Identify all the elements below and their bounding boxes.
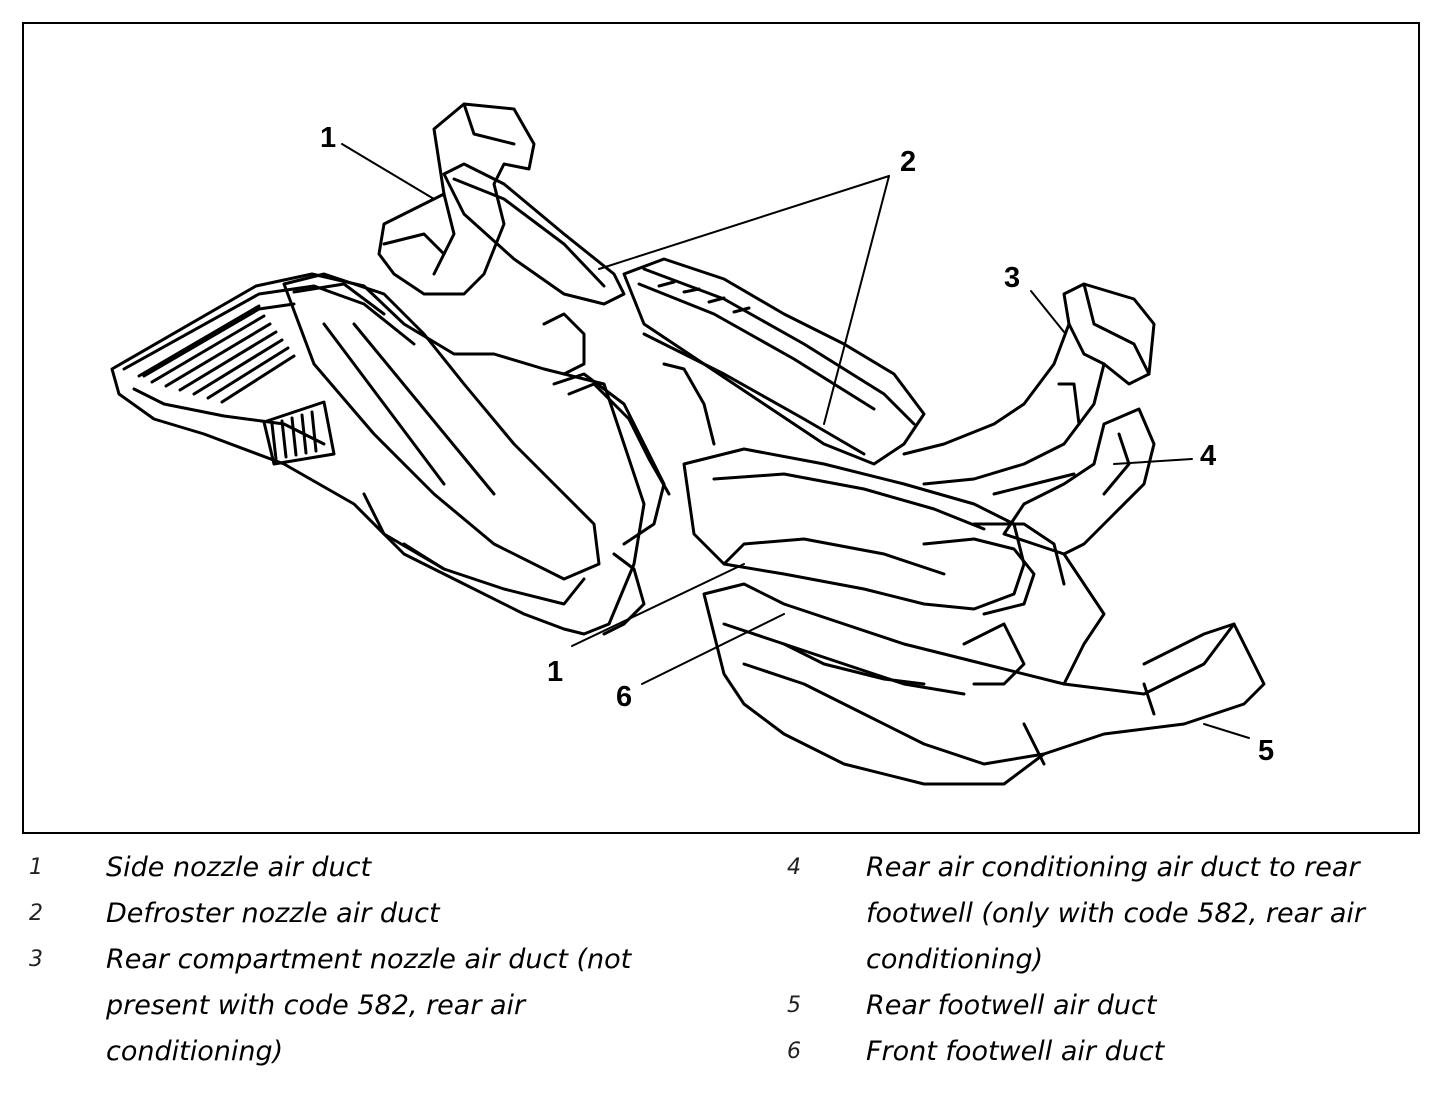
legend-number: 1: [29, 855, 43, 880]
rear-compartment-duct: [902, 282, 1156, 486]
legend-text: Side nozzle air duct: [106, 852, 372, 883]
legend-text: Rear compartment nozzle air duct (not: [106, 944, 632, 975]
leader-lines: [341, 143, 1250, 739]
footwell-ducts: [702, 552, 1266, 786]
heater-housing: [110, 272, 646, 636]
legend-text: footwell (only with code 582, rear air: [866, 898, 1365, 929]
callout-1-lower: 1: [547, 656, 564, 688]
legend: 1 Side nozzle air duct 2 Defroster nozzl…: [0, 845, 1456, 1095]
legend-number: 3: [29, 947, 43, 972]
air-duct-illustration: [110, 102, 1266, 786]
legend-text: Front footwell air duct: [866, 1036, 1165, 1067]
legend-number: 6: [787, 1039, 801, 1064]
callout-2: 2: [900, 146, 917, 178]
callout-3: 3: [1004, 262, 1021, 294]
callout-6: 6: [616, 681, 633, 713]
callout-1-upper: 1: [320, 122, 337, 154]
figure-frame: 1 2 3 4 5 1 6: [22, 22, 1420, 834]
legend-text: Rear air conditioning air duct to rear: [866, 852, 1360, 883]
legend-text: present with code 582, rear air: [106, 990, 526, 1021]
legend-text: Defroster nozzle air duct: [106, 898, 440, 929]
legend-text: conditioning): [106, 1036, 284, 1067]
defroster-duct: [442, 162, 926, 466]
tunnel-duct: [682, 447, 1066, 616]
callout-5: 5: [1258, 735, 1275, 767]
legend-number: 5: [787, 993, 801, 1018]
center-pipes: [542, 312, 716, 636]
legend-text: Rear footwell air duct: [866, 990, 1157, 1021]
side-nozzle-duct: [377, 102, 536, 296]
legend-text: conditioning): [866, 944, 1044, 975]
callout-4: 4: [1200, 440, 1217, 472]
legend-number: 2: [29, 901, 43, 926]
legend-number: 4: [787, 855, 801, 880]
